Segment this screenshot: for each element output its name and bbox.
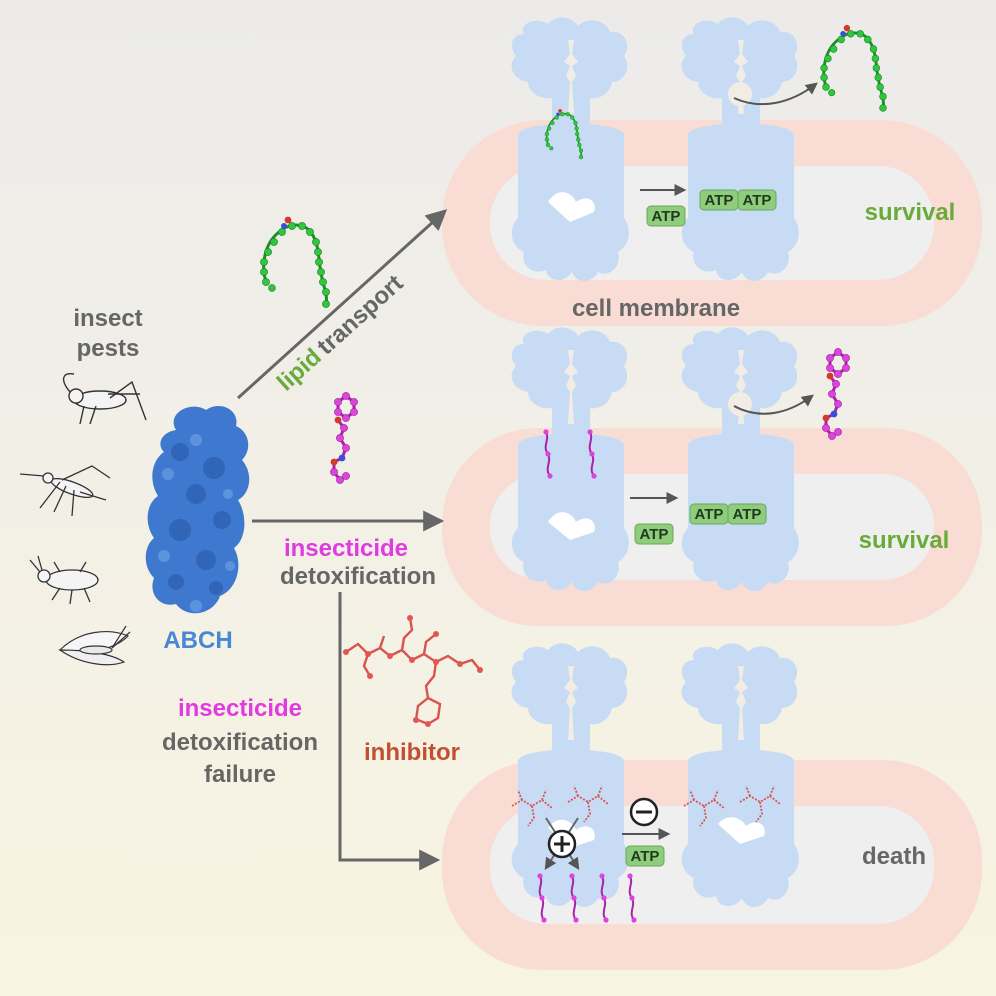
- export-arrow-middle: [733, 394, 814, 415]
- survival-label-1: survival: [865, 199, 956, 226]
- survival-label-2: survival: [859, 527, 950, 554]
- detoxification-label-1: detoxification: [280, 563, 436, 590]
- death-label: death: [862, 843, 926, 870]
- lipid-molecule-icon: [258, 215, 332, 310]
- protein-middle-right: [681, 327, 799, 591]
- atp-box-top-single: ATP: [646, 205, 686, 227]
- insecticide-label-1: insecticide: [284, 535, 408, 562]
- inhibition-symbol-icon: [629, 797, 659, 827]
- protein-top-right: [681, 17, 799, 281]
- insecticide-label-2: insecticide: [178, 695, 302, 722]
- failure-label: failure: [204, 761, 276, 788]
- mosquito-icon: [19, 465, 111, 517]
- moth-icon: [58, 625, 131, 666]
- grasshopper-icon: [63, 373, 147, 425]
- protein-bottom-left: [511, 643, 629, 907]
- inhibitor-molecule-icon: [343, 615, 483, 727]
- atp-box-middle-single: ATP: [634, 523, 674, 545]
- arrow-detox-failure: [338, 592, 441, 871]
- beetle-icon: [29, 555, 99, 605]
- insect-pests-label-line2: pests: [77, 335, 140, 362]
- insecticide-molecule-icon: [328, 390, 360, 486]
- atp-box-top-pair-b: ATP: [737, 189, 777, 211]
- arrow-lipid-transport: [236, 209, 448, 400]
- protein-bottom-right: [681, 643, 799, 907]
- svg-text:ATP: ATP: [631, 848, 660, 865]
- detoxification-label-2: detoxification: [162, 729, 318, 756]
- abch-label: ABCH: [163, 627, 232, 654]
- svg-text:ATP: ATP: [640, 526, 669, 543]
- svg-text:lipid: lipid: [272, 343, 327, 396]
- svg-text:ATP: ATP: [652, 208, 681, 225]
- svg-text:ATP: ATP: [705, 192, 734, 209]
- atp-box-top-pair-a: ATP: [699, 189, 739, 211]
- atp-box-middle-pair-a: ATP: [689, 503, 729, 525]
- insecticide-released: [820, 346, 852, 442]
- lipid-released: [819, 23, 888, 113]
- svg-text:ATP: ATP: [733, 506, 762, 523]
- svg-text:ATP: ATP: [743, 192, 772, 209]
- inhibitor-label: inhibitor: [364, 739, 460, 766]
- protein-middle-left: [511, 327, 629, 591]
- insect-pests-label-line1: insect: [73, 305, 142, 332]
- atp-box-middle-pair-b: ATP: [727, 503, 767, 525]
- lipid-transport-label: lipid transport: [272, 270, 408, 397]
- cell-membrane-label: cell membrane: [572, 295, 740, 322]
- blocked-binding-icon: [544, 817, 580, 871]
- export-arrow-top: [733, 82, 818, 106]
- protein-top-left: [511, 17, 629, 281]
- atp-box-bottom-single: ATP: [625, 845, 665, 867]
- svg-text:ATP: ATP: [695, 506, 724, 523]
- abch-protein-icon: [145, 405, 250, 614]
